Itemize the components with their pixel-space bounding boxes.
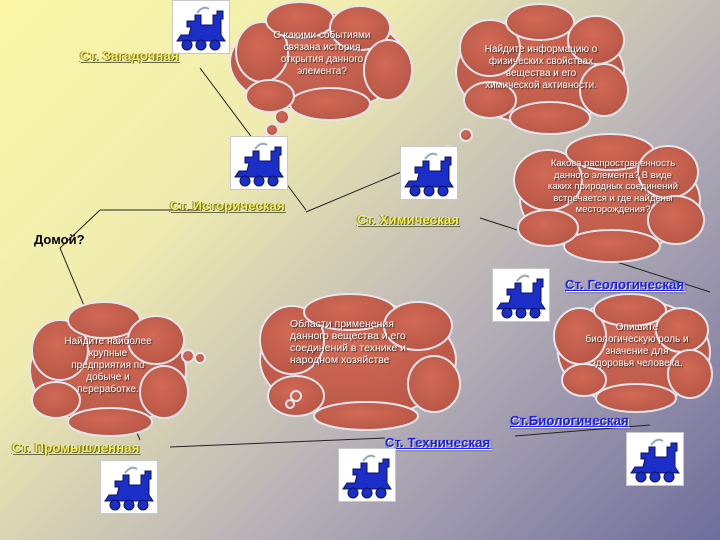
cloud-biology-text: Опишите биологическую роль и значение дл… (585, 322, 689, 369)
cloud-application (259, 293, 461, 431)
locomotive-icon[interactable] (400, 146, 458, 200)
locomotive-icon[interactable] (100, 460, 158, 514)
cloud-bubble (285, 399, 295, 409)
cloud-bubble (265, 123, 279, 137)
cloud-bubble (274, 109, 290, 125)
cloud-occurrence-text: Какова распространенность данного элемен… (547, 158, 679, 215)
home-link[interactable]: Домой? (34, 232, 85, 247)
cloud-bubble (194, 352, 206, 364)
cloud-application-text: Области применения данного вещества и ег… (290, 318, 406, 366)
route-line (169, 437, 386, 448)
cloud-properties-text: Найдите информацию о физических свойства… (484, 44, 598, 91)
locomotive-icon[interactable] (626, 432, 684, 486)
station-biologicheskaya[interactable]: Ст.Биологическая (510, 413, 629, 428)
cloud-bubble (290, 390, 302, 402)
locomotive-icon[interactable] (338, 448, 396, 502)
cloud-bubble (459, 128, 473, 142)
cloud-occurrence (513, 133, 705, 263)
locomotive-icon[interactable] (172, 0, 230, 54)
station-tekhnicheskaya[interactable]: Ст. Техническая (385, 435, 491, 450)
station-khimicheskaya[interactable]: Ст. Химическая (357, 212, 460, 227)
locomotive-icon[interactable] (230, 136, 288, 190)
route-line (59, 209, 101, 249)
cloud-history-text: С какими событиями связана история откры… (273, 30, 371, 77)
cloud-industry-text: Найдите наиболее крупные предприятия по … (64, 336, 152, 395)
station-geologicheskaya[interactable]: Ст. Геологическая (565, 277, 685, 292)
station-istoricheskaya[interactable]: Ст. Историческая (170, 198, 285, 213)
cloud-biology (553, 293, 713, 413)
route-line (514, 424, 651, 437)
cloud-industry (29, 301, 189, 437)
cloud-bubble (181, 349, 195, 363)
cloud-properties (455, 3, 629, 135)
cloud-history (229, 1, 413, 121)
locomotive-icon[interactable] (492, 268, 550, 322)
station-promyshlennaya[interactable]: Ст. Промышленная (12, 440, 140, 455)
station-zagadochnaya[interactable]: Ст. Загадочная (80, 48, 179, 63)
